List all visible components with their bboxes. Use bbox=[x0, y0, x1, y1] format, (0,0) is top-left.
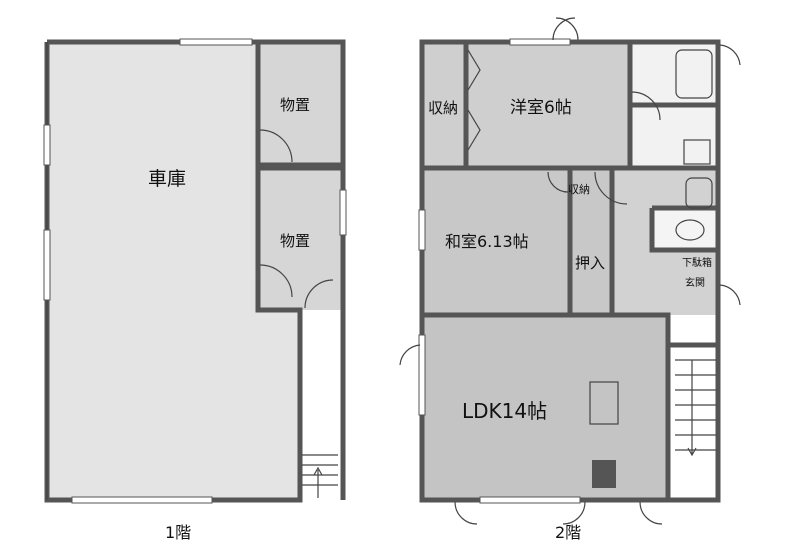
room-label-storage-lower: 物置 bbox=[280, 232, 310, 250]
door-swing bbox=[259, 264, 293, 298]
window bbox=[71, 496, 213, 504]
floor-2-label: 2階 bbox=[555, 523, 581, 542]
window bbox=[339, 189, 347, 236]
room-label-shoe-box: 下駄箱 bbox=[682, 256, 712, 269]
room-label-western-closet: 収納 bbox=[428, 99, 458, 117]
japanese-room-area bbox=[422, 170, 612, 315]
room-label-japanese-room: 和室6.13帖 bbox=[445, 232, 529, 251]
stove bbox=[592, 460, 616, 488]
stairs bbox=[302, 454, 338, 498]
window bbox=[179, 38, 253, 46]
room-label-entrance: 玄関 bbox=[685, 276, 705, 289]
door-swing bbox=[547, 91, 661, 205]
western-room-area bbox=[422, 42, 630, 168]
bathtub bbox=[675, 49, 713, 99]
floor-1-plan: 車庫 物置 物置 1階 bbox=[43, 38, 347, 542]
floor-2-plan: 収納 洋室6帖 収納 和室6.13帖 押入 下駄箱 玄関 LDK14帖 2階 bbox=[399, 17, 741, 542]
ldk-area bbox=[422, 315, 668, 500]
room-label-ldk: LDK14帖 bbox=[462, 399, 547, 423]
floor-1-label: 1階 bbox=[165, 523, 191, 542]
room-label-storage-upper: 物置 bbox=[280, 96, 310, 114]
toilet bbox=[675, 219, 705, 241]
floor-2-walls bbox=[419, 39, 721, 503]
door-swing bbox=[399, 344, 421, 366]
kitchen-sink bbox=[589, 381, 619, 425]
room-label-western-room: 洋室6帖 bbox=[510, 98, 572, 118]
stairs bbox=[675, 359, 716, 457]
door-swing bbox=[454, 501, 663, 525]
storage-lower-area bbox=[258, 168, 343, 310]
door-swing bbox=[259, 129, 293, 163]
balcony-door bbox=[552, 17, 579, 41]
room-label-small-closet: 収納 bbox=[568, 183, 590, 196]
sink bbox=[685, 177, 713, 209]
room-label-oshiire: 押入 bbox=[575, 254, 605, 272]
window bbox=[509, 38, 571, 46]
door-swing bbox=[719, 44, 741, 66]
window bbox=[43, 229, 51, 301]
washing-machine bbox=[683, 139, 711, 165]
window bbox=[479, 496, 581, 504]
window bbox=[43, 124, 51, 166]
door-swing bbox=[304, 279, 334, 309]
room-label-garage: 車庫 bbox=[148, 168, 186, 190]
toilet-area bbox=[652, 208, 718, 250]
window bbox=[418, 209, 426, 251]
floor-1-walls bbox=[44, 39, 346, 503]
storage-upper-area bbox=[258, 42, 343, 165]
door-swing bbox=[719, 284, 741, 306]
closet-door bbox=[467, 49, 481, 151]
window bbox=[418, 334, 426, 416]
